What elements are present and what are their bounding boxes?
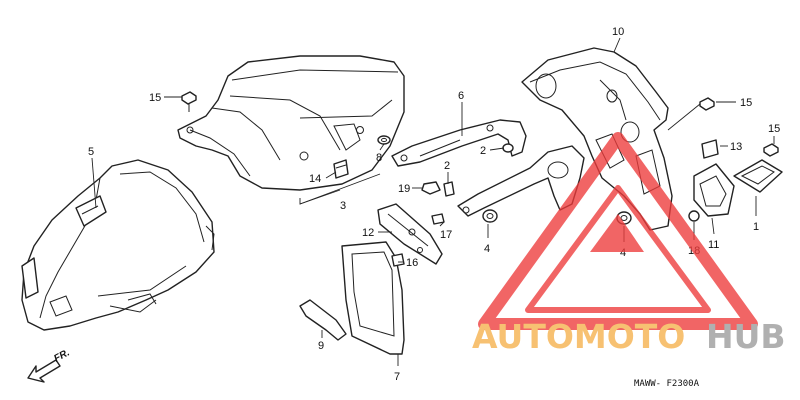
- callout-1: 1: [753, 221, 759, 233]
- reflector-strip: [299, 299, 347, 341]
- rear-cowl: [177, 55, 405, 191]
- rear-fender-frame: [521, 47, 673, 231]
- upper-bracket: [391, 119, 527, 167]
- callout-5: 5: [88, 146, 94, 158]
- callout-17: 17: [440, 229, 452, 241]
- collar-2b: [443, 181, 455, 197]
- license-light: [733, 159, 783, 193]
- callout-10: 10: [612, 26, 624, 38]
- callout-11: 11: [708, 239, 719, 251]
- callout-4a: 4: [484, 243, 490, 255]
- grommet-18: [688, 210, 700, 222]
- bolt-15-right-lower: [763, 143, 779, 157]
- callout-2a: 2: [480, 145, 486, 157]
- callout-3: 3: [340, 200, 346, 212]
- callout-8: 8: [376, 152, 382, 164]
- callout-2b: 2: [444, 160, 450, 172]
- nut-16: [391, 253, 405, 267]
- callout-15c: 15: [768, 123, 780, 135]
- callout-19: 19: [398, 183, 410, 195]
- bolt-17: [431, 213, 445, 225]
- figure-code: MAWW- F2300A: [634, 379, 700, 389]
- callouts: 15 5 3 8 14 6 2 2 19 17 4 4 12 16 9 7 10…: [88, 26, 780, 383]
- mount-plate: [377, 203, 443, 265]
- license-light-bracket: [693, 163, 735, 217]
- license-plate-frame: [341, 241, 405, 355]
- callout-4b: 4: [620, 247, 626, 259]
- front-marker-label: FR.: [52, 347, 71, 364]
- grommet-4a: [482, 209, 498, 223]
- grommet-13: [701, 139, 719, 159]
- rear-inner-fender: [21, 159, 215, 331]
- bolt-15-right: [699, 97, 715, 111]
- watermark-text-part2: HUB: [706, 317, 786, 356]
- callout-6: 6: [458, 90, 464, 102]
- callout-15a: 15: [149, 92, 161, 104]
- callout-12: 12: [362, 227, 374, 239]
- callout-14: 14: [309, 173, 321, 185]
- grommet-14: [333, 159, 349, 179]
- bolt-15-left: [181, 91, 197, 112]
- warning-triangle-icon: [478, 132, 758, 330]
- callout-16: 16: [406, 257, 418, 269]
- watermark-text-part1: AUTOMOTO: [472, 317, 685, 356]
- callout-9: 9: [318, 340, 324, 352]
- grommet-8: [377, 135, 391, 145]
- callout-15b: 15: [740, 97, 752, 109]
- callout-7: 7: [394, 371, 400, 383]
- callout-13: 13: [730, 141, 742, 153]
- collar-2: [502, 143, 514, 153]
- front-direction-arrow: FR.: [27, 347, 72, 383]
- nut-19: [421, 181, 441, 195]
- watermark-logo: AUTOMOTO HUB: [472, 132, 786, 356]
